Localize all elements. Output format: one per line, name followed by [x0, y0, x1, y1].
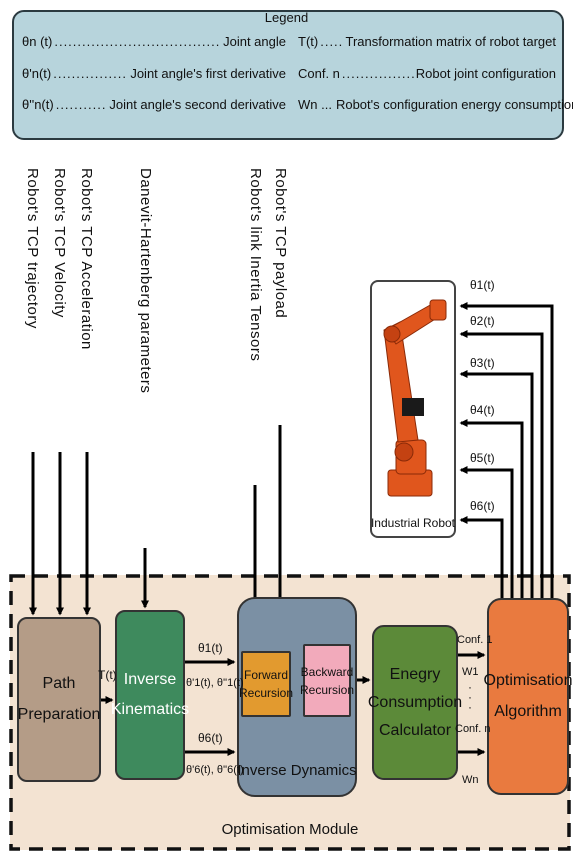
legend-description: Joint angle	[223, 34, 286, 49]
legend-symbol: θn (t)	[22, 34, 53, 49]
opt-label-line2: Algorithm	[494, 702, 562, 720]
legend-symbol: T(t)	[298, 34, 319, 49]
input-link-inertia-tensors: Robot's link Inertia Tensors	[247, 168, 264, 362]
legend-item: Conf. n Robot joint configuration	[298, 66, 556, 81]
ik-label-line2: Kinematics	[110, 701, 190, 718]
energy-label-line2: Consumption	[367, 693, 463, 711]
robot-arm-illustration	[383, 299, 447, 497]
energy-label-line1: Enegry	[389, 665, 441, 683]
forward-label-line2: Recursion	[238, 686, 294, 700]
optimisation-module-title: Optimisation Module	[221, 821, 359, 838]
ik-label-line1: Inverse	[123, 670, 177, 688]
optimisation-module-border	[9, 574, 571, 851]
path-preparation-block: Path Preparation	[17, 617, 101, 782]
signal-ellipsis: ···	[468, 680, 472, 714]
path-label-line1: Path	[42, 675, 76, 693]
joint-label-theta5: θ5(t)	[470, 451, 495, 465]
signal-t: T(t)	[98, 668, 117, 682]
legend-symbol: θ'n(t)	[22, 66, 52, 81]
signal-confn: Conf. n	[455, 723, 491, 735]
signal-conf1: Conf. 1	[457, 634, 493, 646]
signal-theta6-derivatives: θ'6(t), θ''6(t)	[186, 764, 244, 776]
legend-symbol: θ''n(t)	[22, 97, 54, 112]
industrial-robot-label: Industrial Robot	[370, 516, 456, 530]
input-tcp-payload: Robot's TCP payload	[272, 168, 289, 319]
legend-item: θ''n(t) Joint angle's second derivative	[22, 97, 286, 112]
arrow-joint-4	[459, 419, 524, 598]
signal-theta6: θ6(t)	[198, 731, 223, 745]
arrow-joint-2	[459, 330, 544, 598]
input-tcp-velocity: Robot's TCP Velocity	[51, 168, 68, 318]
legend-description: Joint angle's first derivative	[130, 66, 286, 81]
input-tcp-acceleration: Robot's TCP Acceleration	[78, 168, 95, 350]
legend-item: θ'n(t) Joint angle's first derivative	[22, 66, 286, 81]
legend-symbol: Conf. n	[298, 66, 340, 81]
forward-label-line1: Forward	[243, 668, 288, 682]
inverse-kinematics-block: Inverse Kinematics	[111, 610, 189, 780]
signal-w1: W1	[462, 666, 479, 678]
legend-description: Robot joint configuration	[415, 66, 556, 81]
joint-label-theta2: θ2(t)	[470, 314, 495, 328]
backward-label-line1: Backward	[300, 664, 354, 679]
forward-recursion-block: Forward Recursion	[238, 651, 294, 717]
arrow-joint-3	[459, 370, 534, 598]
signal-wn: Wn	[462, 774, 479, 786]
legend-description: Transformation matrix of robot target	[345, 34, 557, 49]
legend-item: Wn ... Robot's configuration energy cons…	[298, 97, 573, 112]
signal-theta1: θ1(t)	[198, 641, 223, 655]
input-dh-parameters: Danevit-Hartenberg parameters	[137, 168, 154, 394]
legend-item: T(t) Transformation matrix of robot targ…	[298, 34, 556, 49]
path-label-line2: Preparation	[17, 705, 101, 723]
joint-label-theta6: θ6(t)	[470, 499, 495, 513]
signal-theta1-derivatives: θ'1(t), θ''1(t)	[186, 677, 244, 689]
joint-label-theta4: θ4(t)	[470, 403, 495, 417]
backward-recursion-block: Backward Recursion	[299, 644, 355, 717]
inverse-dynamics-label: Inverse Dynamics	[237, 762, 357, 779]
legend-description: Robot's configuration energy consumption	[335, 97, 573, 112]
arrow-joint-1	[459, 302, 554, 598]
legend-item: θn (t) Joint angle	[22, 34, 286, 49]
arrow-joint-6	[459, 516, 504, 598]
opt-label-line1: Optimisation	[483, 672, 573, 690]
backward-label-line2: Recursion	[299, 682, 355, 697]
joint-label-theta1: θ1(t)	[470, 278, 495, 292]
energy-consumption-block: Enegry Consumption Calculator	[368, 625, 462, 780]
joint-label-theta3: θ3(t)	[470, 356, 495, 370]
arrow-joint-5	[459, 466, 514, 598]
legend-title: Legend	[264, 10, 309, 25]
legend-description: Joint angle's second derivative	[109, 97, 286, 112]
energy-label-line3: Calculator	[378, 721, 452, 739]
input-tcp-trajectory: Robot's TCP trajectory	[24, 168, 41, 329]
legend-symbol: Wn ...	[298, 97, 332, 112]
optimisation-algorithm-block: Optimisation Algorithm	[484, 598, 572, 795]
